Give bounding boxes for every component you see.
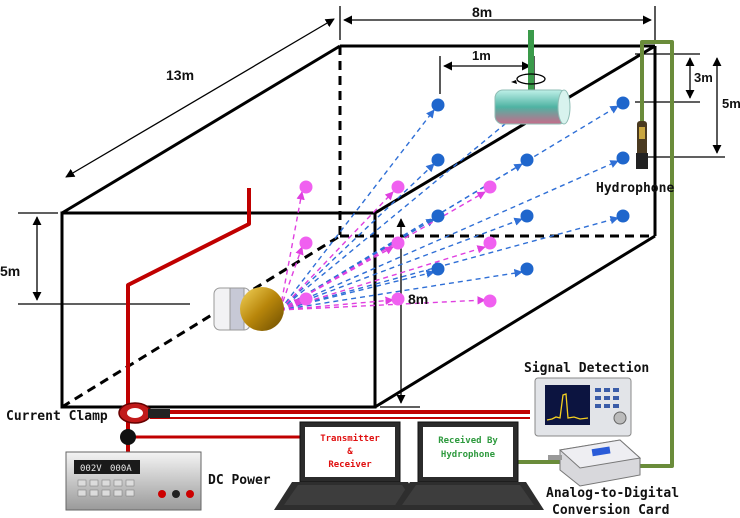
magenta-point <box>483 180 497 194</box>
laptop1-line3: Receiver <box>328 459 372 470</box>
rotating-target <box>494 30 571 125</box>
tank-top-left-edge <box>61 44 341 215</box>
magenta-point <box>391 236 405 250</box>
depth-label: 3m <box>694 70 713 85</box>
tank-bottom-left-edge <box>61 234 341 409</box>
current-clamp <box>118 402 170 424</box>
blue-point <box>431 209 445 223</box>
blue-point <box>520 153 534 167</box>
display-voltage: 002V <box>80 464 102 474</box>
keypad <box>77 479 135 497</box>
display-current: 000A <box>110 464 132 474</box>
dc-power-label: DC Power <box>208 473 271 488</box>
blue-point <box>616 96 630 110</box>
laptop1-line2: & <box>347 447 353 457</box>
blue-point <box>520 209 534 223</box>
front-height-label: 8m <box>408 291 428 307</box>
magenta-points <box>299 180 497 308</box>
adc-card <box>548 439 642 487</box>
cable-junction <box>120 429 136 445</box>
magenta-point <box>299 292 313 306</box>
blue-point <box>616 151 630 165</box>
laptop1-line1: Transmitter <box>320 433 380 444</box>
hydrophone-label: Hydrophone <box>596 181 674 196</box>
tank-bottom-right-edge <box>374 234 656 409</box>
dc-power-supply: 002V 000A <box>65 451 202 511</box>
signal-analyzer <box>534 377 632 437</box>
magenta-point <box>483 236 497 250</box>
length-label: 13m <box>166 67 194 83</box>
tank-top-right-edge <box>374 44 656 215</box>
magenta-point <box>299 236 313 250</box>
laptop2-line1: Received By <box>438 435 498 446</box>
blue-point <box>431 98 445 112</box>
width-label: 8m <box>472 4 492 20</box>
hydrophone-device <box>636 121 648 169</box>
blue-rays <box>279 105 619 311</box>
blue-point <box>616 209 630 223</box>
magenta-point <box>483 294 497 308</box>
blue-point <box>520 262 534 276</box>
tank-front-face <box>60 211 377 409</box>
blue-point <box>431 262 445 276</box>
signal-detection-label: Signal Detection <box>524 361 649 376</box>
laptop-transmitter <box>274 421 426 510</box>
adc-label-line2: Conversion Card <box>552 503 669 518</box>
left-height-label: 5m <box>0 263 20 279</box>
blue-point <box>431 153 445 167</box>
dimension-lines <box>18 6 725 408</box>
current-clamp-label: Current Clamp <box>6 409 108 424</box>
magenta-point <box>391 292 405 306</box>
laptop-receiver <box>392 421 544 510</box>
magenta-point <box>391 180 405 194</box>
adc-label-line1: Analog-to-Digital <box>546 486 679 501</box>
blue-points <box>431 96 630 276</box>
span-label: 5m <box>722 96 740 111</box>
transmitter <box>213 287 284 331</box>
magenta-point <box>299 180 313 194</box>
mounting-rod <box>528 30 534 92</box>
spacing-label: 1m <box>472 48 491 63</box>
cylinder-target <box>494 89 568 125</box>
length-dimension-arrow <box>65 18 335 178</box>
transmitter-head <box>240 287 284 331</box>
laptop2-line2: Hydrophone <box>441 450 496 460</box>
